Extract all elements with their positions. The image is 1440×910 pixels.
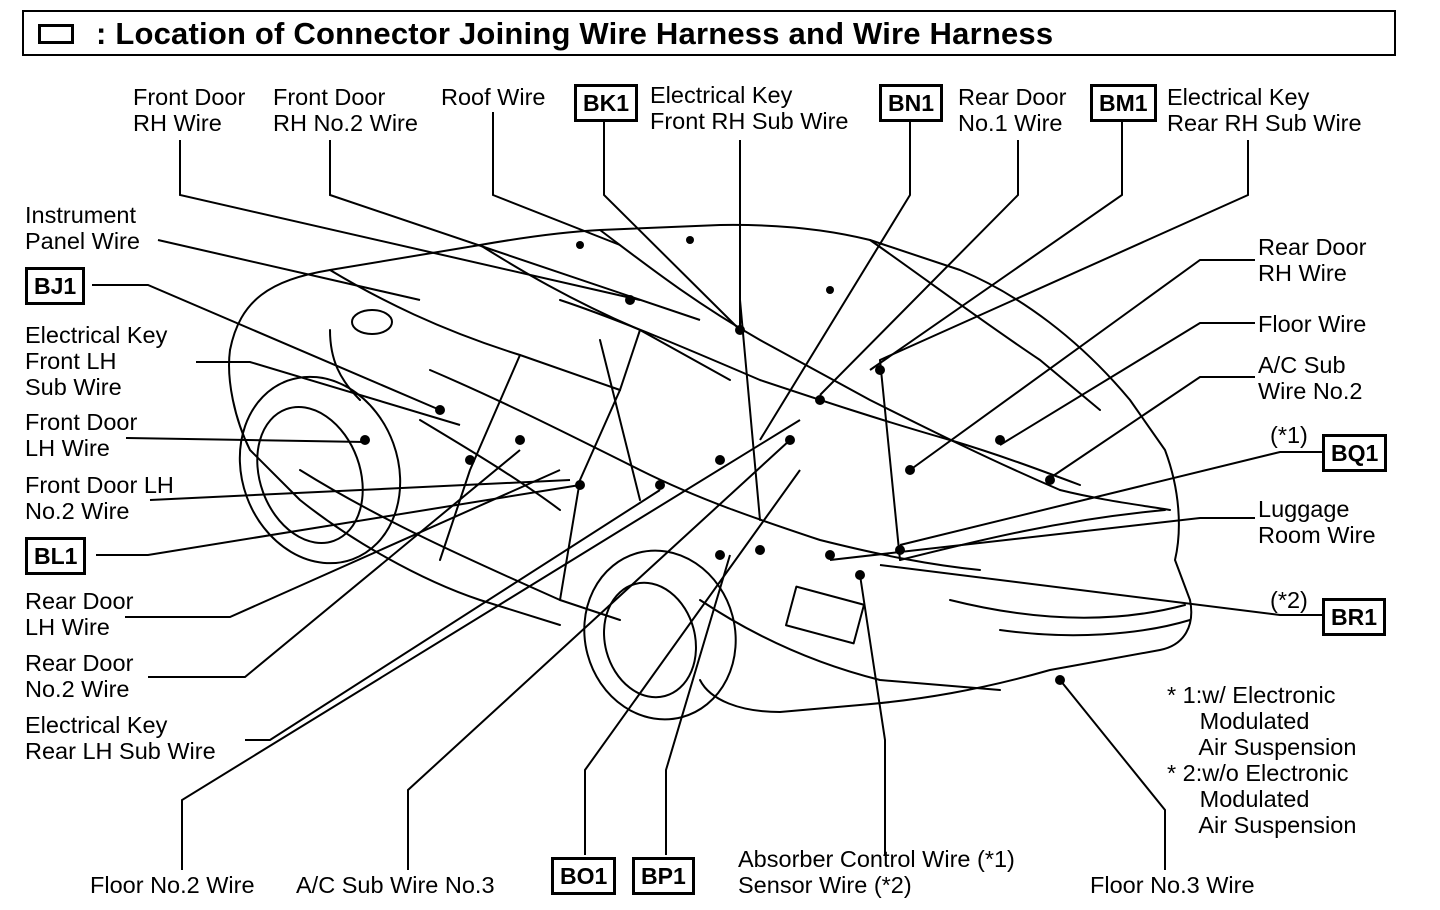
connector-br1: BR1 bbox=[1322, 598, 1387, 636]
label-electrical-key-front-rh-sub-wire: Electrical Key Front RH Sub Wire bbox=[650, 82, 849, 134]
label-front-door-lh-no2-wire: Front Door LH No.2 Wire bbox=[25, 472, 174, 524]
label-rear-door-lh-wire: Rear Door LH Wire bbox=[25, 588, 134, 640]
label-electrical-key-rear-rh-sub-wire: Electrical Key Rear RH Sub Wire bbox=[1167, 84, 1362, 136]
label-electrical-key-front-lh-sub-wire: Electrical Key Front LH Sub Wire bbox=[25, 322, 168, 400]
connector-bl1: BL1 bbox=[25, 537, 87, 575]
label-floor-no2-wire: Floor No.2 Wire bbox=[90, 872, 255, 898]
connector-bk1: BK1 bbox=[574, 84, 639, 122]
label-roof-wire: Roof Wire bbox=[441, 84, 546, 110]
label-star1: (*1) bbox=[1270, 422, 1308, 448]
connector-bm1: BM1 bbox=[1090, 84, 1157, 122]
connector-bo1: BO1 bbox=[551, 857, 617, 895]
label-rear-door-no2-wire: Rear Door No.2 Wire bbox=[25, 650, 134, 702]
label-front-door-rh-wire: Front Door RH Wire bbox=[133, 84, 246, 136]
label-rear-door-rh-wire: Rear Door RH Wire bbox=[1258, 234, 1367, 286]
label-front-door-rh-no2-wire: Front Door RH No.2 Wire bbox=[273, 84, 418, 136]
label-floor-wire: Floor Wire bbox=[1258, 311, 1367, 337]
label-floor-no3-wire: Floor No.3 Wire bbox=[1090, 872, 1255, 898]
label-rear-door-no1-wire: Rear Door No.1 Wire bbox=[958, 84, 1067, 136]
page-title: : Location of Connector Joining Wire Har… bbox=[96, 16, 1054, 51]
label-ac-sub-wire-no2: A/C Sub Wire No.2 bbox=[1258, 352, 1363, 404]
connector-bq1: BQ1 bbox=[1322, 434, 1388, 472]
connector-box-icon bbox=[38, 24, 74, 44]
label-luggage-room-wire: Luggage Room Wire bbox=[1258, 496, 1376, 548]
label-electrical-key-rear-lh-sub-wire: Electrical Key Rear LH Sub Wire bbox=[25, 712, 216, 764]
label-star2: (*2) bbox=[1270, 587, 1308, 613]
note-star2: * 2:w/o Electronic Modulated Air Suspens… bbox=[1167, 760, 1357, 838]
label-absorber-sensor-wire: Absorber Control Wire (*1) Sensor Wire (… bbox=[738, 846, 1015, 898]
label-ac-sub-wire-no3: A/C Sub Wire No.3 bbox=[296, 872, 495, 898]
title-bar: : Location of Connector Joining Wire Har… bbox=[22, 10, 1396, 56]
label-front-door-lh-wire: Front Door LH Wire bbox=[25, 409, 138, 461]
connector-bp1: BP1 bbox=[632, 857, 695, 895]
label-instrument-panel-wire: Instrument Panel Wire bbox=[25, 202, 140, 254]
connector-bn1: BN1 bbox=[879, 84, 944, 122]
connector-bj1: BJ1 bbox=[25, 267, 86, 305]
note-star1: * 1:w/ Electronic Modulated Air Suspensi… bbox=[1167, 682, 1357, 760]
